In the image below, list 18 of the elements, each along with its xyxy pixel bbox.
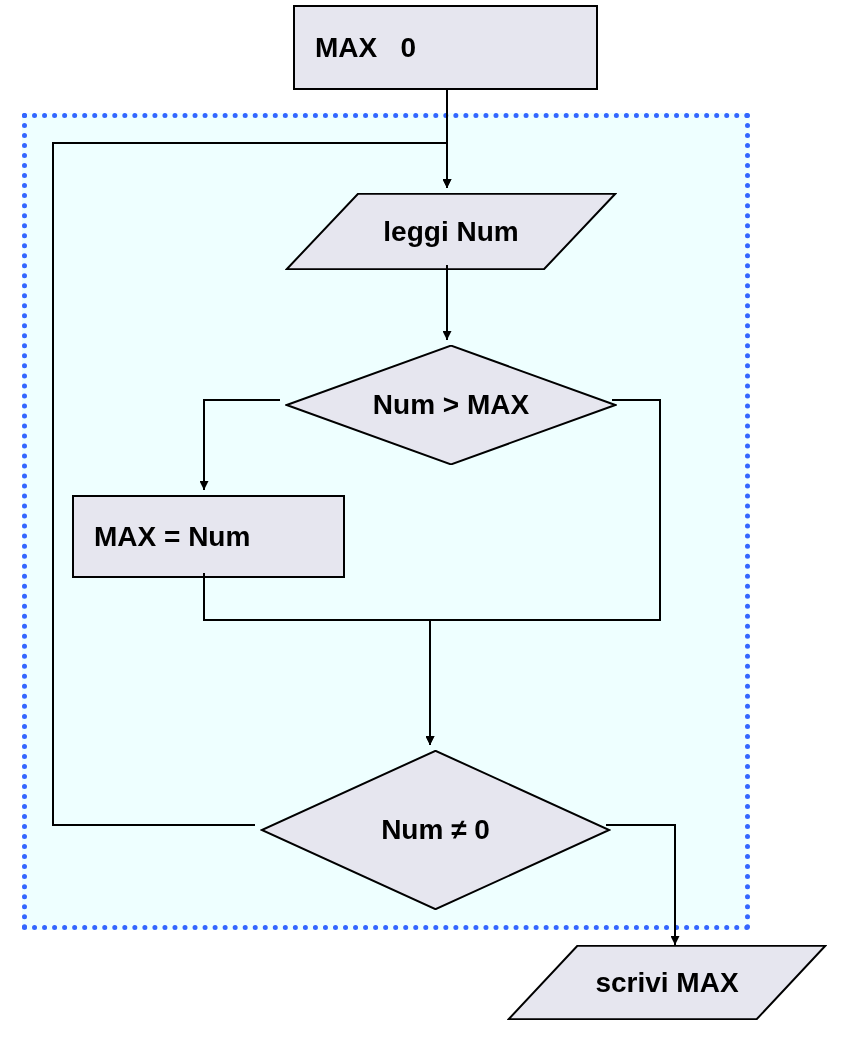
node-label: Num ≠ 0	[381, 813, 490, 847]
node-label: leggi Num	[383, 214, 519, 249]
arrow	[442, 264, 452, 341]
io-parallelogram	[285, 193, 617, 270]
process-box	[72, 495, 345, 578]
arrow	[425, 399, 661, 746]
decision-diamond	[260, 750, 611, 910]
arrow	[605, 824, 680, 946]
io-parallelogram	[507, 945, 827, 1020]
process-box	[293, 5, 598, 90]
node-label: Num > MAX	[372, 388, 530, 422]
node-label: scrivi MAX	[595, 965, 739, 1000]
node-label: MAX = Num	[94, 519, 251, 554]
node-label: MAX 0	[315, 30, 417, 65]
decision-diamond	[285, 345, 617, 465]
arrow	[52, 142, 452, 826]
loop-region	[22, 113, 750, 930]
arrow	[199, 399, 281, 491]
